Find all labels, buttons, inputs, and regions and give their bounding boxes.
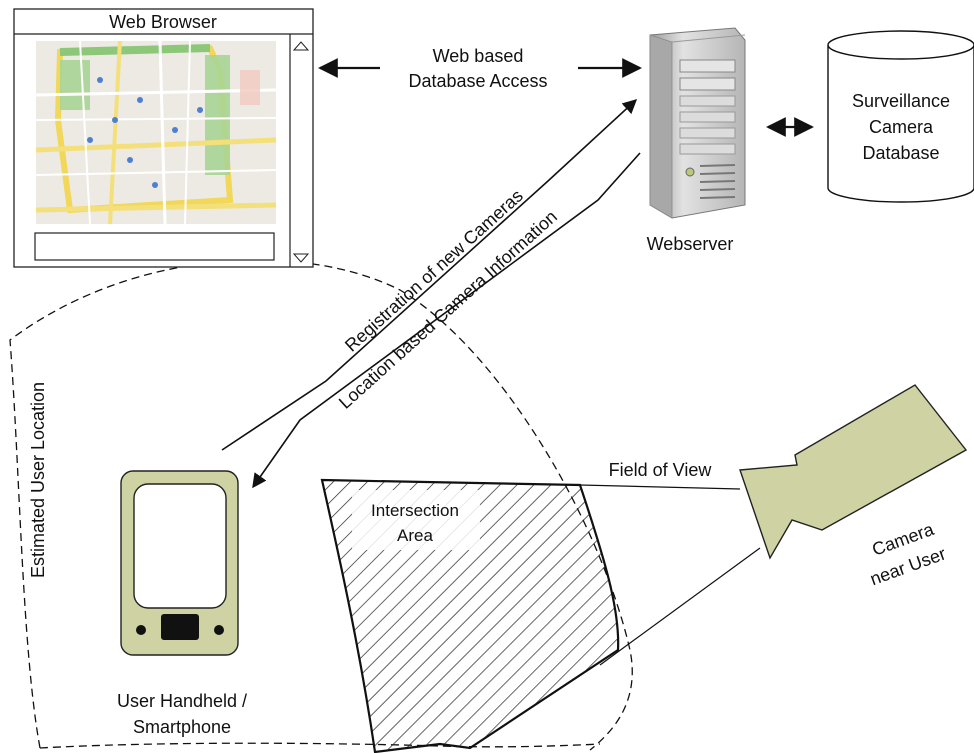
- registration-arrow: [221, 99, 638, 451]
- handheld-label-1: User Handheld /: [117, 691, 247, 711]
- field-of-view-bottom-line: [599, 547, 761, 666]
- location-info-label: Location based Camera Information: [335, 206, 561, 412]
- video-camera-icon: [739, 384, 968, 560]
- database-label-2: Camera: [869, 117, 934, 137]
- field-of-view-top-line: [579, 484, 741, 490]
- estimated-location-bottom-edge: [39, 742, 601, 749]
- intersection-label-1: Intersection: [371, 501, 459, 520]
- server-tower-icon: [649, 27, 746, 219]
- estimated-location-label: Estimated User Location: [28, 382, 48, 578]
- database-label-1: Surveillance: [852, 91, 950, 111]
- database-cylinder-icon: [827, 30, 974, 203]
- handheld-label-2: Smartphone: [133, 717, 231, 737]
- intersection-label-backdrop: [352, 490, 480, 550]
- scroll-up-icon[interactable]: [292, 41, 310, 51]
- web-browser-window: Web Browser: [13, 8, 314, 268]
- browser-scrollbar[interactable]: [289, 34, 310, 267]
- location-info-arrow: [252, 152, 641, 489]
- intersection-label-2: Area: [397, 526, 433, 545]
- webserver-label: Webserver: [647, 234, 734, 254]
- map-thumbnail-icon: [35, 40, 277, 225]
- smartphone-icon: [120, 470, 239, 656]
- db-access-label-1: Web based: [433, 46, 524, 66]
- estimated-location-region: [9, 259, 633, 751]
- database-label-3: Database: [862, 143, 939, 163]
- scroll-down-icon[interactable]: [292, 253, 310, 263]
- db-access-label-2: Database Access: [408, 71, 547, 91]
- browser-title: Web Browser: [109, 12, 217, 32]
- browser-input-box[interactable]: [34, 232, 275, 261]
- field-of-view-label: Field of View: [609, 460, 713, 480]
